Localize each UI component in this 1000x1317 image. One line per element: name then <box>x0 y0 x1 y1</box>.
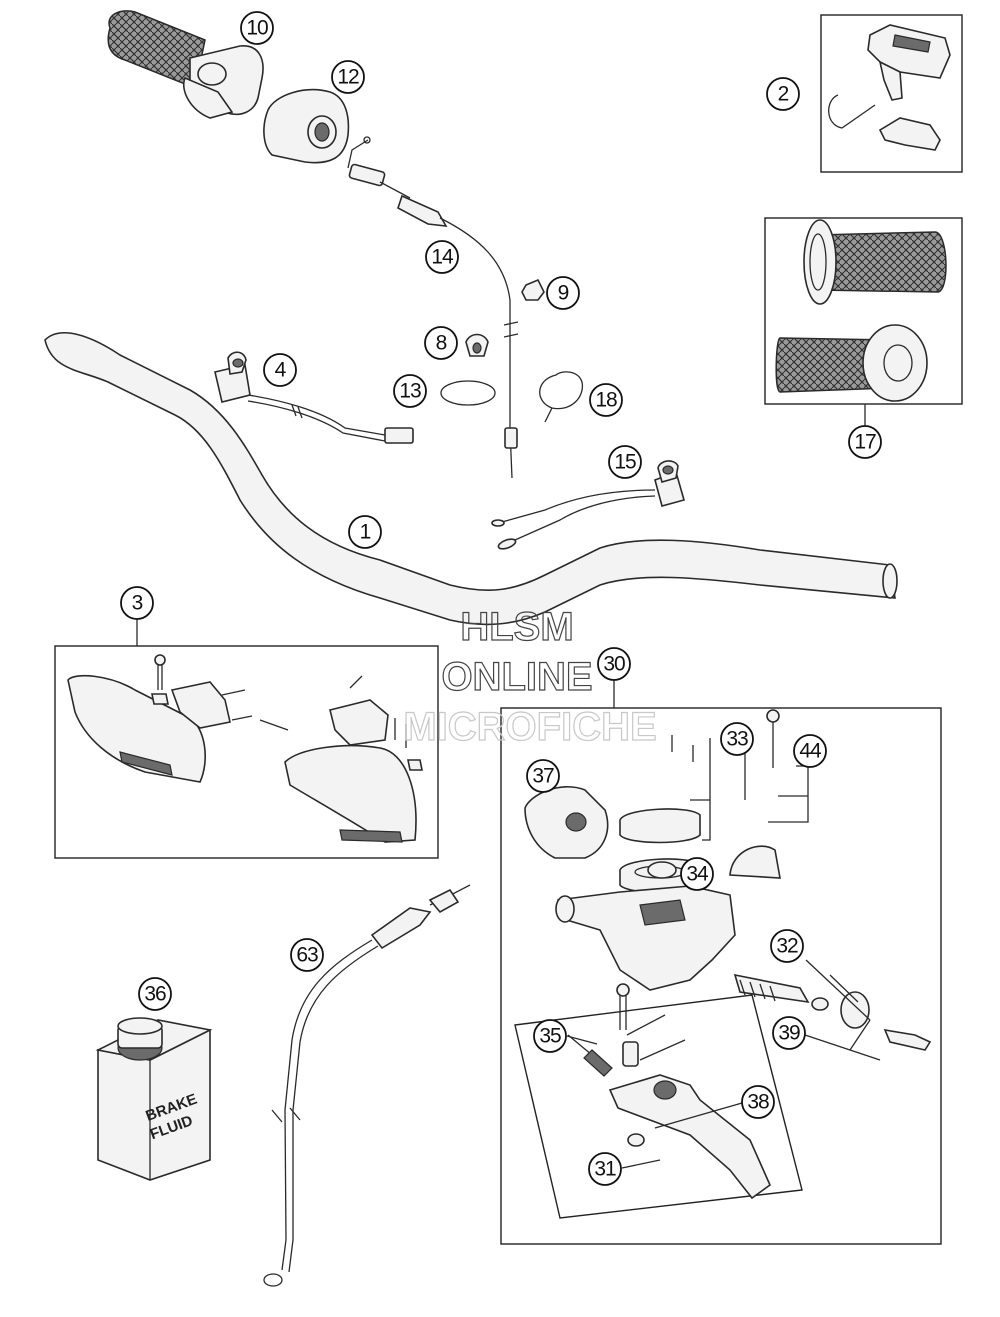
callout-13: 13 <box>393 374 427 408</box>
callout-1: 1 <box>348 515 382 549</box>
watermark: HLSM ONLINE MICROFICHE <box>403 604 658 749</box>
callout-30: 30 <box>597 647 631 681</box>
callout-36-label: 36 <box>144 983 166 1006</box>
callout-37-label: 37 <box>532 765 554 788</box>
o-ring <box>440 380 496 406</box>
callout-33-label: 33 <box>726 728 748 751</box>
callout-12: 12 <box>331 60 365 94</box>
brake-fluid-can: BRAKE FLUID <box>95 1017 213 1181</box>
callout-3: 3 <box>120 586 154 620</box>
callout-37: 37 <box>526 759 560 793</box>
watermark-line1: HLSM <box>460 605 573 649</box>
light-switch <box>491 460 685 550</box>
cable-tie <box>539 371 584 423</box>
callout-1-label: 1 <box>360 521 371 544</box>
callout-30-label: 30 <box>603 653 625 676</box>
callout-8-label: 8 <box>436 332 447 355</box>
callout-15: 15 <box>608 445 642 479</box>
callout-35: 35 <box>533 1019 567 1053</box>
callout-38: 38 <box>741 1085 775 1119</box>
cable-clip <box>465 333 489 357</box>
callout-63: 63 <box>290 938 324 972</box>
watermark-line3: MICROFICHE <box>403 705 656 749</box>
throttle-cable <box>347 136 519 479</box>
cable-nut <box>521 278 545 301</box>
callout-32-label: 32 <box>776 935 798 958</box>
callout-10-label: 10 <box>246 17 268 40</box>
callout-32: 32 <box>770 929 804 963</box>
callout-14: 14 <box>425 240 459 274</box>
throttle-housing <box>263 88 350 164</box>
callout-15-label: 15 <box>614 451 636 474</box>
callout-2-label: 2 <box>778 83 789 106</box>
callout-18-label: 18 <box>595 389 617 412</box>
callout-8: 8 <box>424 326 458 360</box>
callout-63-label: 63 <box>296 944 318 967</box>
callout-13-label: 13 <box>399 380 421 403</box>
callout-2: 2 <box>766 77 800 111</box>
callout-31: 31 <box>588 1152 622 1186</box>
callout-3-label: 3 <box>132 592 143 615</box>
callout-34: 34 <box>680 857 714 891</box>
callout-39: 39 <box>772 1016 806 1050</box>
handlebar <box>44 332 898 626</box>
callout-44-label: 44 <box>799 740 822 763</box>
callout-4: 4 <box>263 353 297 387</box>
callout-31-label: 31 <box>594 1158 616 1181</box>
callout-38-label: 38 <box>747 1091 769 1114</box>
callout-17-label: 17 <box>854 431 876 454</box>
callout-44: 44 <box>793 734 827 768</box>
leader-lines <box>566 738 881 1169</box>
callout-39-label: 39 <box>778 1022 800 1045</box>
hydraulic-hose <box>263 884 471 1287</box>
callout-18: 18 <box>589 383 623 417</box>
watermark-line2: ONLINE <box>441 655 592 699</box>
throttle-grip-assembly <box>107 10 264 119</box>
grip-set-box <box>764 217 963 426</box>
map-switch-box <box>820 14 963 173</box>
callout-4-label: 4 <box>275 359 287 382</box>
callout-10: 10 <box>240 11 274 45</box>
kill-switch <box>214 351 414 444</box>
callout-34-label: 34 <box>686 863 709 886</box>
callout-9: 9 <box>546 276 580 310</box>
callout-33: 33 <box>720 722 754 756</box>
handguard-box <box>54 618 439 859</box>
callout-17: 17 <box>848 425 882 459</box>
brake-master-cylinder-box <box>500 678 942 1245</box>
callout-12-label: 12 <box>337 66 359 89</box>
callout-36: 36 <box>138 977 172 1011</box>
callout-35-label: 35 <box>539 1025 561 1048</box>
callout-9-label: 9 <box>558 282 569 305</box>
callout-14-label: 14 <box>431 246 454 269</box>
